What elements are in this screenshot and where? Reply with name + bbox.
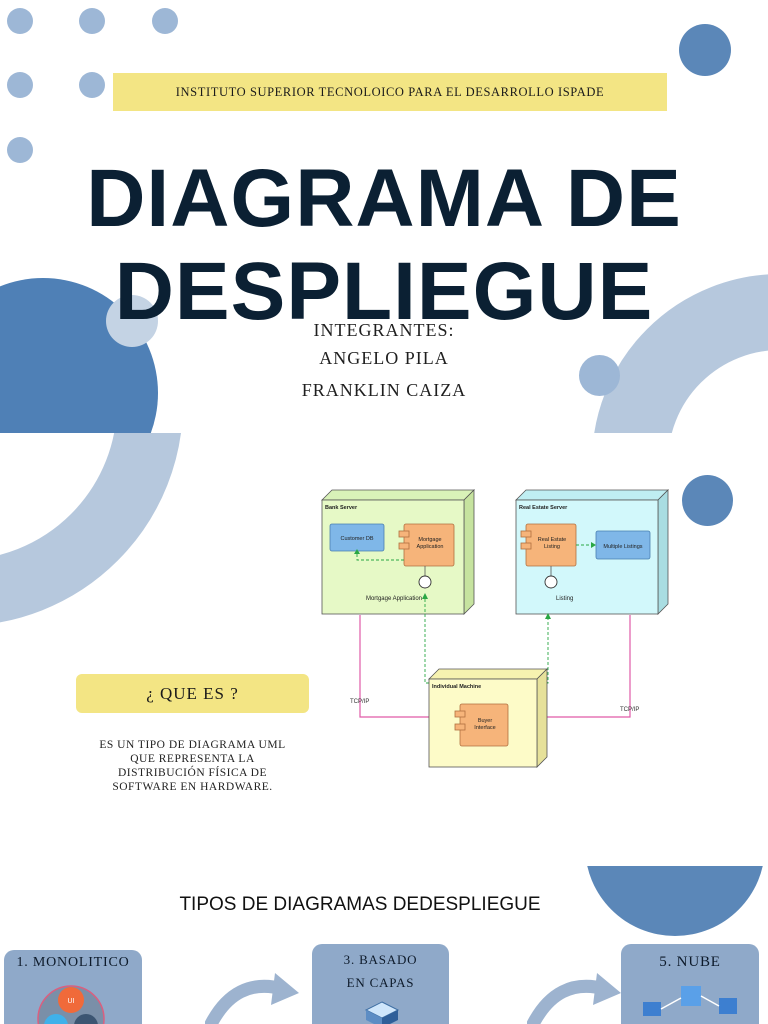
component-label: Listing xyxy=(544,544,560,550)
deployment-diagram: TCP/IP TCP/IP Bank Server Customer DB Mo… xyxy=(321,489,669,768)
definition-line: QUE REPRESENTA LA xyxy=(130,753,255,765)
component-label: Multiple Listings xyxy=(603,544,642,550)
decor-circle xyxy=(106,295,158,347)
decor-dot xyxy=(7,8,33,34)
definition-line: DISTRIBUCIÓN FÍSICA DE xyxy=(117,767,267,779)
type-card-cloud: 5. NUBE xyxy=(621,944,759,1024)
interface-label: Mortgage Application xyxy=(366,596,422,602)
card-label: 3. BASADO EN CAPAS xyxy=(312,948,449,994)
protocol-label: TCP/IP xyxy=(350,699,369,705)
decor-dot xyxy=(79,8,105,34)
card-label-line: 3. BASADO xyxy=(343,952,418,967)
component-label: Real Estate xyxy=(538,537,566,543)
decor-circle xyxy=(679,24,731,76)
definition-line: SOFTWARE EN HARDWARE. xyxy=(112,781,273,793)
server-stack-icon xyxy=(364,1001,400,1024)
page-title-line-2: DESPLIEGUE xyxy=(114,246,654,337)
definition-slide: ¿ QUE ES ? ES UN TIPO DE DIAGRAMA UML QU… xyxy=(0,433,768,866)
tcp-link-left xyxy=(359,615,433,718)
component-label: Application xyxy=(417,544,444,550)
decor-dot xyxy=(79,72,105,98)
card-label: 5. NUBE xyxy=(659,954,721,970)
decor-circle xyxy=(682,475,733,526)
component-label: Mortgage xyxy=(418,537,441,543)
page-title-line-1: DIAGRAMA DE xyxy=(86,153,682,244)
definition-text: ES UN TIPO DE DIAGRAMA UML QUE REPRESENT… xyxy=(76,738,309,794)
types-slide: TIPOS DE DIAGRAMAS DEDESPLIEGUE 1. MONOL… xyxy=(0,866,768,1024)
card-label-line: EN CAPAS xyxy=(346,975,415,990)
decor-half-circle xyxy=(587,866,763,936)
node-title: Real Estate Server xyxy=(519,505,568,511)
protocol-label: TCP/IP xyxy=(620,707,639,713)
institute-banner: INSTITUTO SUPERIOR TECNOLOICO PARA EL DE… xyxy=(113,73,667,111)
decor-dot xyxy=(152,8,178,34)
interface-label: Listing xyxy=(556,596,573,602)
ui-badge: UI xyxy=(68,998,75,1005)
type-card-layered: 3. BASADO EN CAPAS xyxy=(312,944,449,1024)
definition-line: ES UN TIPO DE DIAGRAMA UML xyxy=(99,739,286,751)
curved-arrow-icon xyxy=(205,973,299,1024)
decor-dot xyxy=(7,72,33,98)
member-name: FRANKLIN CAIZA xyxy=(301,380,467,400)
decor-circle xyxy=(579,355,620,396)
decor-dot xyxy=(7,137,33,163)
curved-arrow-icon xyxy=(527,973,621,1024)
component-label: Customer DB xyxy=(340,536,373,542)
bank-server-node: Bank Server Customer DB Mortgage Applica… xyxy=(321,489,475,615)
component-label: Buyer xyxy=(478,718,493,724)
node-title: Bank Server xyxy=(325,505,358,511)
type-card-monolithic: 1. MONOLITICO UI xyxy=(4,950,142,1024)
monolith-icon: UI xyxy=(37,985,105,1024)
members-label: INTEGRANTES: xyxy=(313,320,455,340)
section-heading: TIPOS DE DIAGRAMAS DEDESPLIEGUE xyxy=(179,894,541,915)
question-box: ¿ QUE ES ? xyxy=(76,674,309,713)
component-label: Interface xyxy=(474,725,495,731)
node-title: Individual Machine xyxy=(432,684,481,690)
cover-slide: INSTITUTO SUPERIOR TECNOLOICO PARA EL DE… xyxy=(0,0,768,433)
cloud-network-icon xyxy=(643,986,737,1016)
individual-machine-node: Individual Machine Buyer Interface xyxy=(428,668,548,768)
member-name: ANGELO PILA xyxy=(319,348,449,368)
card-label: 1. MONOLITICO xyxy=(16,955,130,970)
tcp-link-right xyxy=(547,615,631,718)
decor-arc xyxy=(0,433,181,623)
real-estate-server-node: Real Estate Server Real Estate Listing M… xyxy=(515,489,669,615)
